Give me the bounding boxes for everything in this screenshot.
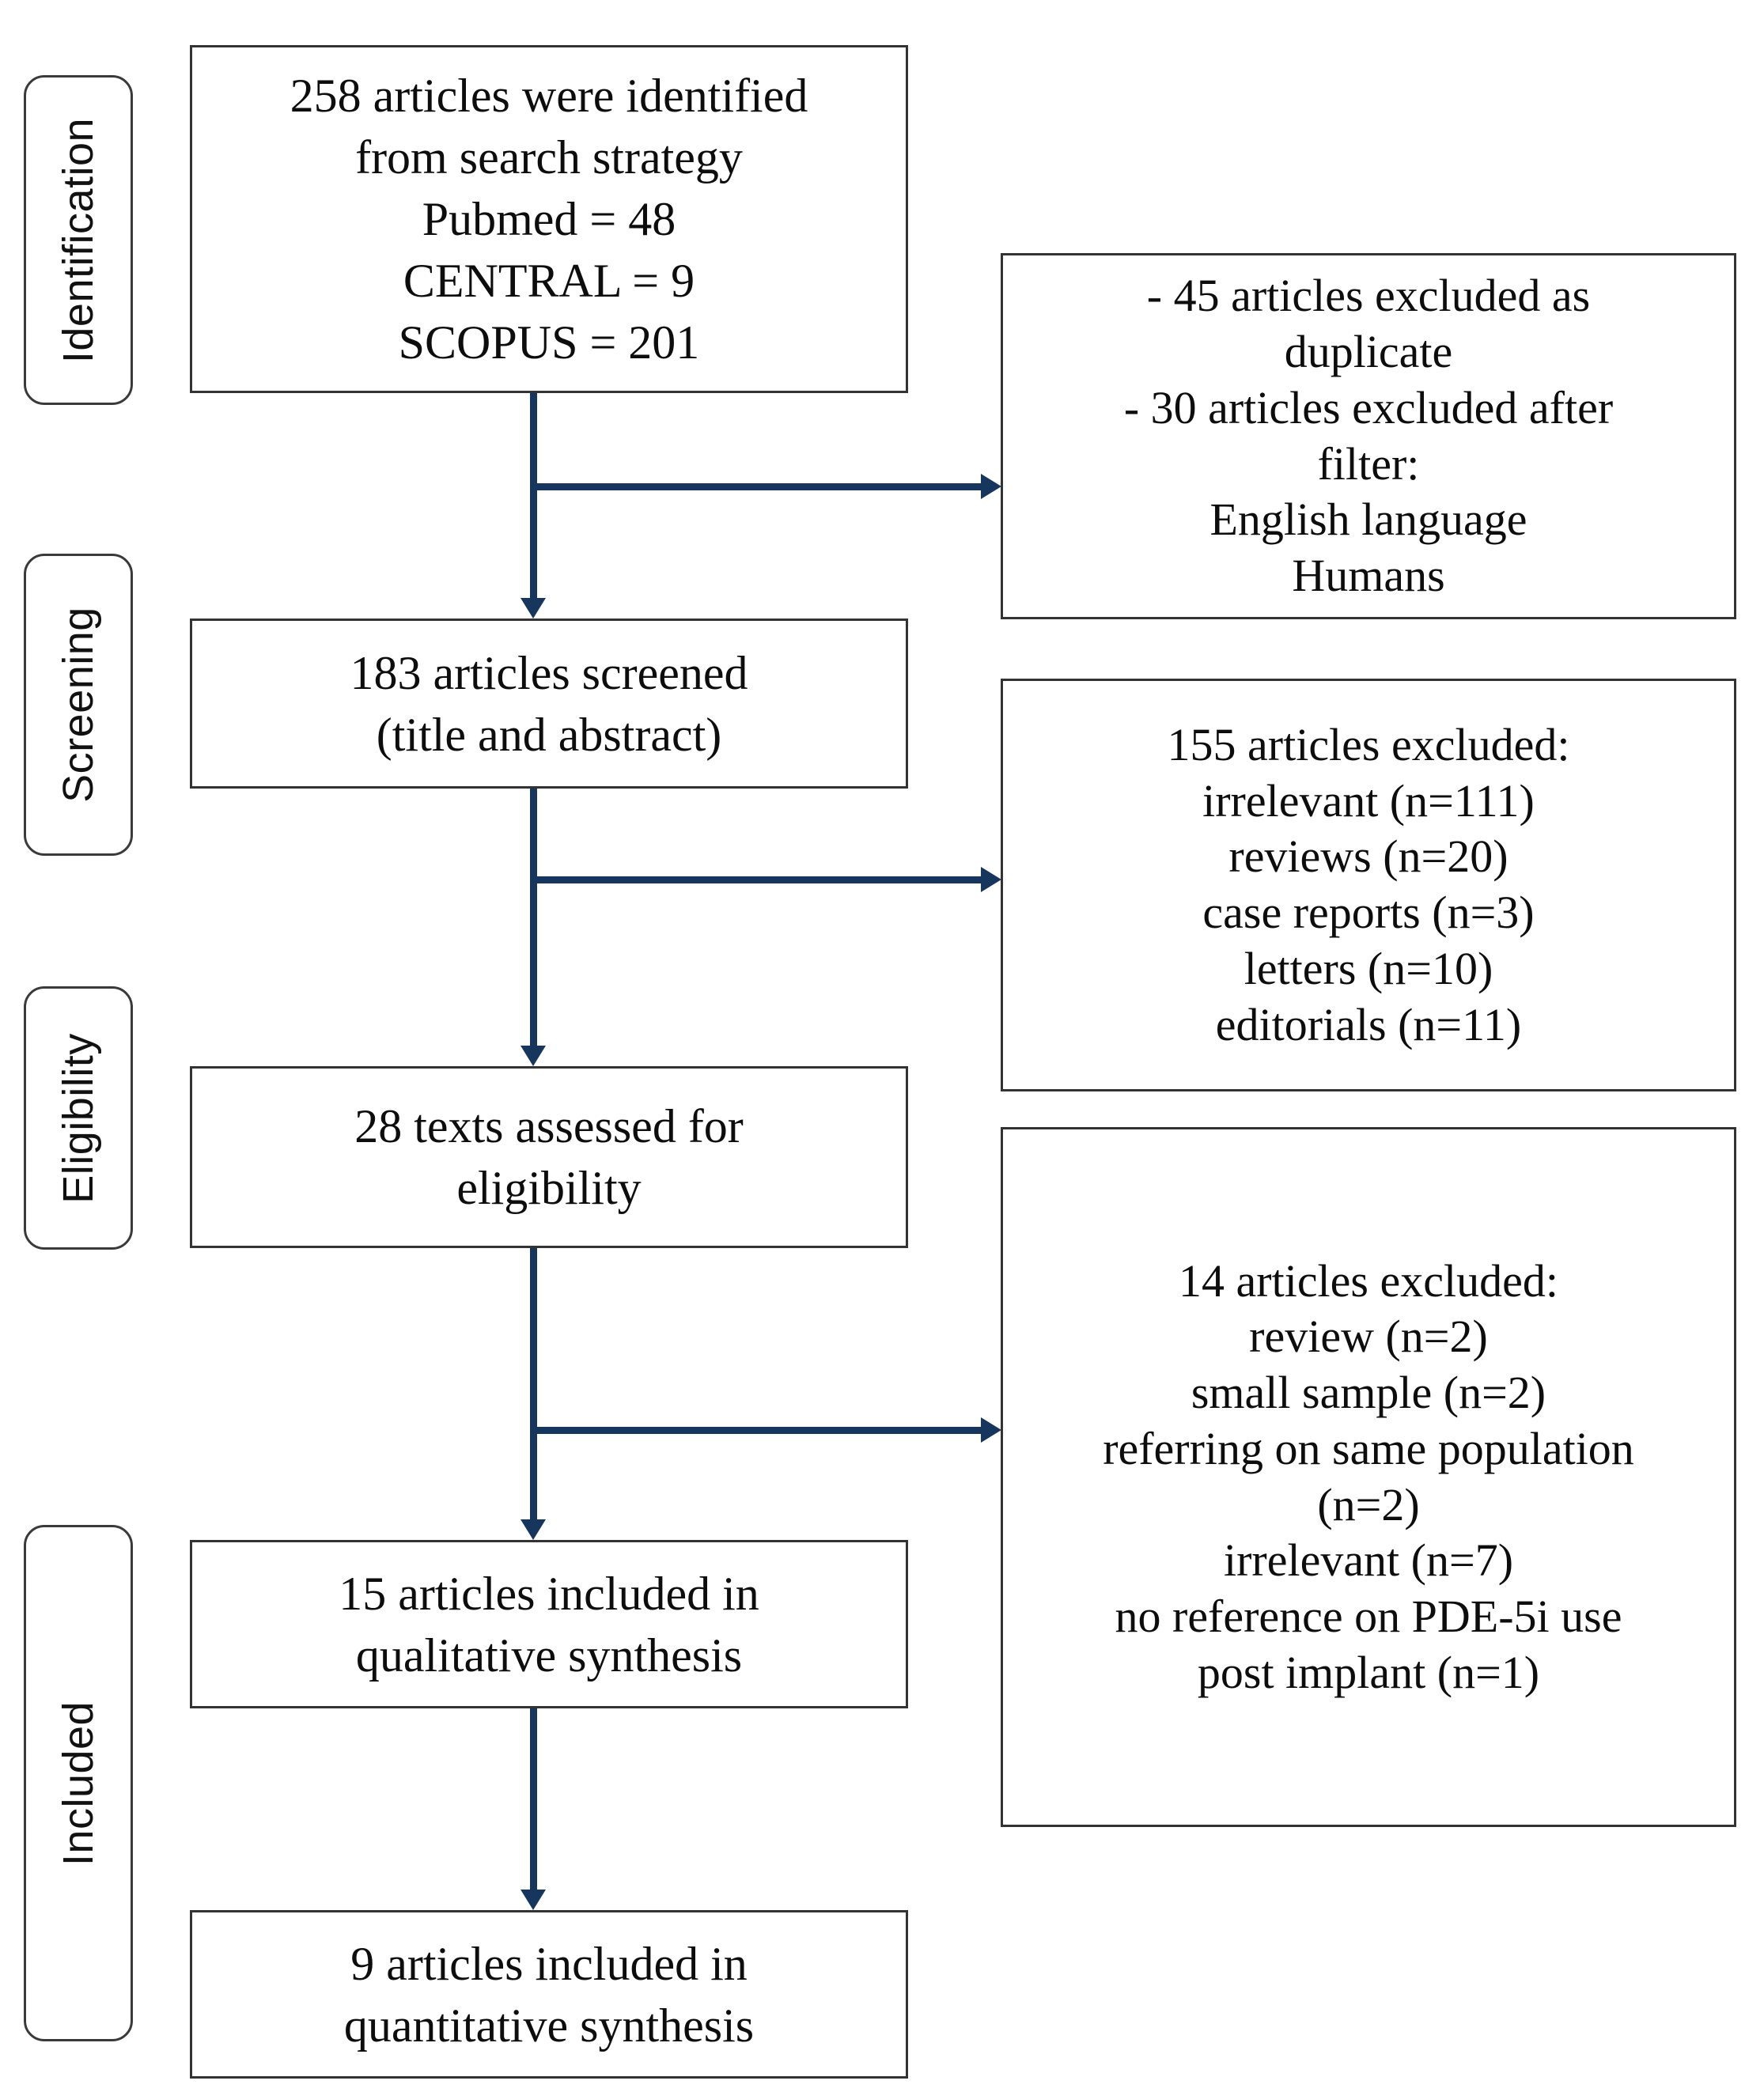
phase-label-screening: Screening bbox=[24, 554, 133, 856]
phase-label-eligibility-text: Eligibility bbox=[55, 1032, 103, 1204]
flow-box-qualitative-text: 15 articles included in qualitative synt… bbox=[339, 1567, 759, 1682]
connector-qualitative-to-quantitative bbox=[530, 1708, 537, 1890]
arrow-down-to-qualitative bbox=[520, 1519, 546, 1540]
flow-box-quantitative-text: 9 articles included in quantitative synt… bbox=[343, 1937, 755, 2052]
exclusion-box-duplicates-filter-text: - 45 articles excluded as duplicate - 30… bbox=[1123, 270, 1614, 601]
connector-screened-to-assessed bbox=[530, 789, 537, 1046]
flow-box-assessed: 28 texts assessed for eligibility bbox=[190, 1066, 908, 1248]
exclusion-box-screening-text: 155 articles excluded: irrelevant (n=111… bbox=[1167, 718, 1570, 1050]
connector-to-exclusion-duplicates bbox=[530, 483, 981, 490]
exclusion-box-screening: 155 articles excluded: irrelevant (n=111… bbox=[1001, 679, 1736, 1091]
phase-label-identification: Identification bbox=[24, 75, 133, 405]
flow-box-assessed-text: 28 texts assessed for eligibility bbox=[354, 1100, 744, 1214]
arrow-right-to-exclusion-screening bbox=[981, 867, 1001, 892]
flow-box-identified: 258 articles were identified from search… bbox=[190, 45, 908, 393]
arrow-down-to-quantitative bbox=[520, 1890, 546, 1910]
arrow-right-to-exclusion-eligibility bbox=[981, 1417, 1001, 1443]
connector-assessed-to-qualitative bbox=[530, 1248, 537, 1519]
connector-identified-to-screened bbox=[530, 393, 537, 598]
phase-label-eligibility: Eligibility bbox=[24, 986, 133, 1250]
phase-label-identification-text: Identification bbox=[55, 117, 103, 363]
connector-to-exclusion-screening bbox=[530, 876, 981, 883]
phase-label-included: Included bbox=[24, 1525, 133, 2041]
flow-box-quantitative: 9 articles included in quantitative synt… bbox=[190, 1910, 908, 2079]
phase-label-included-text: Included bbox=[55, 1700, 103, 1866]
arrow-right-to-exclusion-duplicates bbox=[981, 474, 1001, 499]
flow-box-qualitative: 15 articles included in qualitative synt… bbox=[190, 1540, 908, 1708]
flow-box-identified-text: 258 articles were identified from search… bbox=[290, 70, 808, 369]
arrow-down-to-assessed bbox=[520, 1046, 546, 1066]
exclusion-box-duplicates-filter: - 45 articles excluded as duplicate - 30… bbox=[1001, 253, 1736, 619]
exclusion-box-eligibility-text: 14 articles excluded: review (n=2) small… bbox=[1103, 1254, 1634, 1698]
exclusion-box-eligibility: 14 articles excluded: review (n=2) small… bbox=[1001, 1127, 1736, 1827]
flow-box-screened-text: 183 articles screened (title and abstrac… bbox=[350, 646, 748, 761]
arrow-down-to-screened bbox=[520, 598, 546, 619]
phase-label-screening-text: Screening bbox=[55, 607, 103, 803]
connector-to-exclusion-eligibility bbox=[530, 1427, 981, 1434]
flow-box-screened: 183 articles screened (title and abstrac… bbox=[190, 619, 908, 789]
